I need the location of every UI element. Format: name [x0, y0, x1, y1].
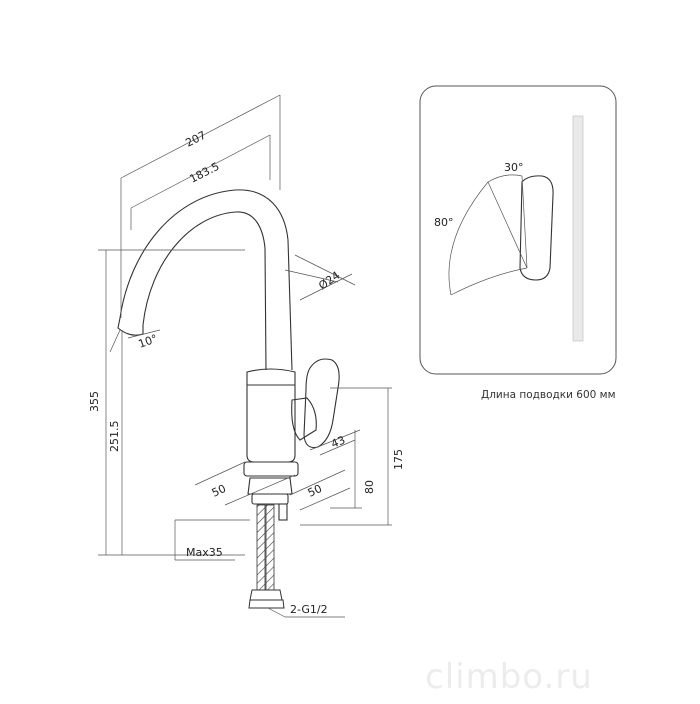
- dim-spout-reach: 183.5: [187, 160, 221, 186]
- dim-spout-height: 251.5: [108, 421, 121, 453]
- hose-fitting: [249, 589, 283, 601]
- dim-base-right: 50: [306, 482, 324, 500]
- hose-length-note: Длина подводки 600 мм: [481, 389, 616, 401]
- faucet-body: [246, 368, 296, 463]
- lever-handle: [303, 358, 340, 449]
- dim-connection: 2-G1/2: [290, 603, 328, 616]
- watermark: climbo.ru: [425, 657, 593, 697]
- handle-angle-lines: [448, 174, 528, 296]
- dim-base-left: 50: [210, 482, 228, 500]
- dim-total-height: 355: [88, 391, 101, 412]
- dim-handle-offset: 43: [329, 433, 347, 450]
- detail-angle-small: 30°: [504, 161, 524, 174]
- base-ring: [243, 461, 299, 477]
- wall-strip: [572, 115, 584, 342]
- dim-spout-diameter: Ø24: [316, 269, 342, 293]
- supply-hoses: [248, 504, 285, 609]
- handle-side-view: [519, 175, 554, 281]
- hose-right: [265, 504, 275, 591]
- spout-inner: [142, 211, 267, 371]
- hose-nut: [248, 599, 285, 609]
- dim-max-counter: Max35: [186, 546, 223, 559]
- detail-angle-large: 80°: [434, 216, 454, 229]
- dim-body-height: 175: [392, 449, 405, 470]
- mounting-washer: [251, 493, 289, 505]
- hose-left: [256, 504, 266, 591]
- dim-base-to-handle: 80: [363, 480, 376, 494]
- lever-base: [291, 397, 317, 441]
- mounting-stud: [278, 503, 288, 521]
- faucet-outline: [117, 189, 340, 521]
- detail-frame: [419, 85, 617, 375]
- handle-detail-panel: 30° 80°: [419, 85, 617, 375]
- spout-outer: [119, 189, 293, 371]
- dim-spout-angle: 10°: [137, 332, 160, 351]
- dim-total-width: 207: [183, 129, 208, 150]
- dimension-lines: [98, 94, 392, 618]
